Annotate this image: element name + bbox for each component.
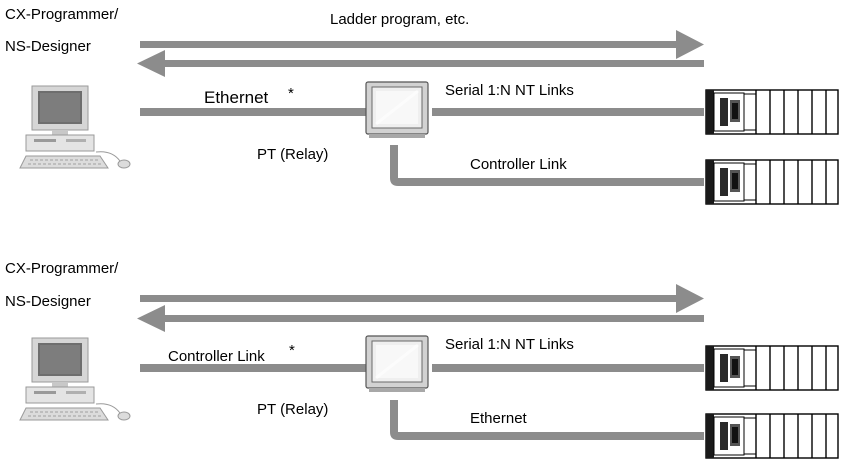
arrow-label: Ladder program, etc. — [330, 11, 469, 28]
lower-link-label: Ethernet — [470, 410, 528, 427]
plc-rack-icon — [705, 159, 839, 205]
touch-panel-pt-icon — [364, 334, 430, 394]
pc-link-label: Ethernet — [204, 88, 269, 107]
transfer-arrow-left — [137, 50, 704, 77]
transfer-arrow-left — [137, 305, 704, 332]
pc-link-marker: * — [288, 85, 294, 102]
plc-rack-icon — [705, 345, 839, 391]
pc-link-marker: * — [289, 342, 295, 359]
pc-pt-link-line — [140, 108, 366, 116]
lower-link-label: Controller Link — [470, 156, 567, 173]
lower-link-line — [390, 145, 704, 186]
desktop-computer-icon — [19, 337, 131, 421]
software-label-line1: CX-Programmer/ — [5, 6, 119, 23]
desktop-computer-icon — [19, 85, 131, 169]
software-label-line1: CX-Programmer/ — [5, 260, 119, 277]
touch-panel-pt-icon — [364, 80, 430, 140]
upper-link-label: Serial 1:N NT Links — [445, 82, 574, 99]
plc-rack-icon — [705, 89, 839, 135]
upper-link-line — [432, 108, 704, 116]
pt-label: PT (Relay) — [257, 146, 328, 163]
upper-link-line — [432, 364, 704, 372]
diagram-2: CX-Programmer/ NS-Designer Controller Li… — [5, 260, 839, 459]
software-label-line2: NS-Designer — [5, 293, 91, 310]
transfer-arrow-right — [140, 284, 704, 313]
pc-pt-link-line — [140, 364, 366, 372]
pt-label: PT (Relay) — [257, 401, 328, 418]
diagram-1: CX-Programmer/ NS-Designer Ladder progra… — [5, 6, 839, 205]
transfer-arrow-right — [140, 30, 704, 59]
pc-link-label: Controller Link — [168, 348, 265, 365]
plc-rack-icon — [705, 413, 839, 459]
software-label-line2: NS-Designer — [5, 38, 91, 55]
lower-link-line — [390, 400, 704, 440]
upper-link-label: Serial 1:N NT Links — [445, 336, 574, 353]
